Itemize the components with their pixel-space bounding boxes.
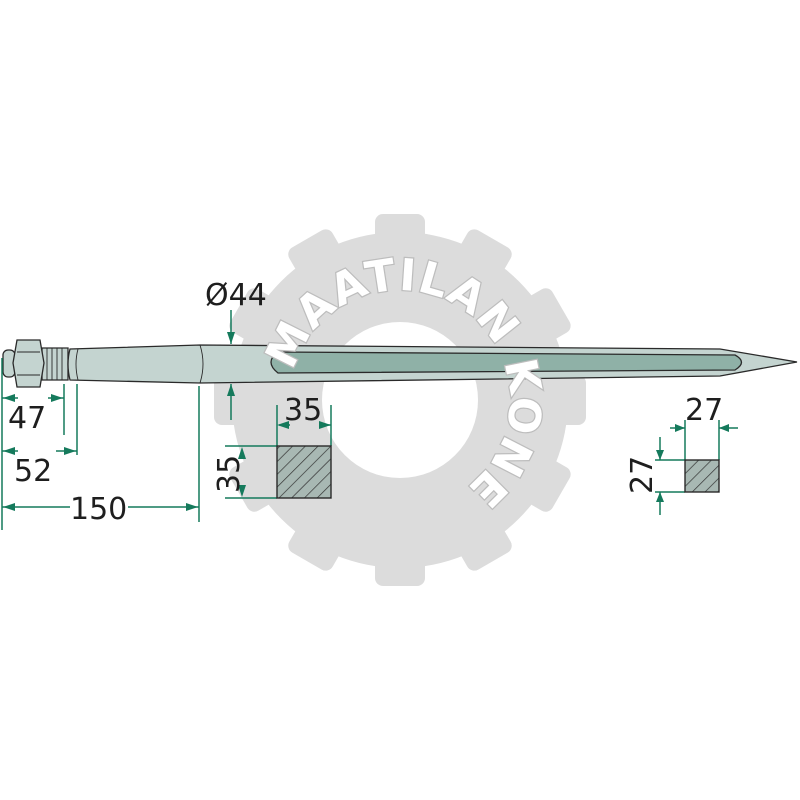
tine-groove (270, 351, 743, 374)
dim-collar-length: 52 (14, 454, 52, 489)
thread (41, 347, 69, 381)
hex-nut (12, 339, 45, 388)
dim-tip-height: 27 (625, 456, 660, 494)
dim-base-length: 150 (70, 492, 127, 527)
dim-base-height: 35 (212, 455, 247, 493)
tip-cross-section (684, 459, 720, 493)
dim-base-width: 35 (284, 393, 322, 428)
dim-thread-length: 47 (8, 401, 46, 436)
dimension-lines (1, 310, 738, 530)
bale-spear-tine (2, 339, 798, 388)
base-cross-section (276, 445, 332, 499)
dim-diameter: Ø44 (205, 278, 267, 313)
dim-tip-width: 27 (685, 393, 723, 428)
